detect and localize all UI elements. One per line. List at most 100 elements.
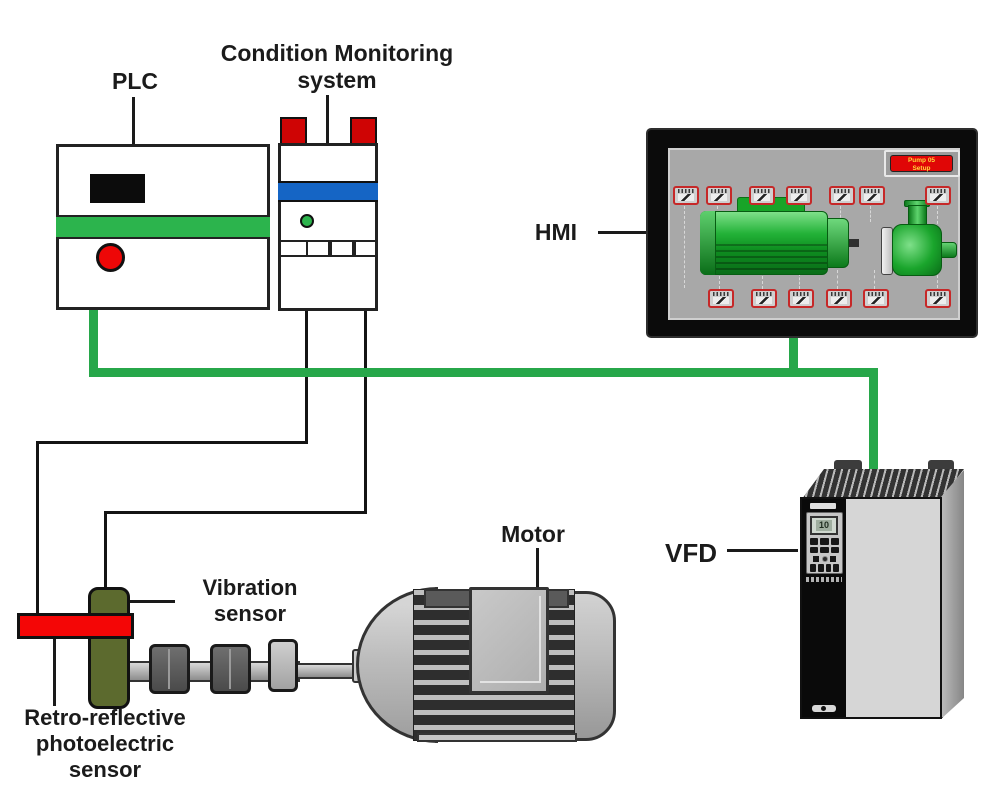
- cm-signal-wire-2: [364, 311, 367, 513]
- gauge-icon: [756, 297, 772, 304]
- cm-terminal-row: [278, 240, 378, 257]
- vfd-front-face: 10: [800, 497, 942, 719]
- vfd-pointer-line: [727, 549, 798, 552]
- sensor-tag-text: [930, 189, 946, 193]
- vfd-brand-text: [806, 577, 842, 582]
- cm-signal-wire-2: [104, 511, 367, 514]
- motor-label: Motor: [501, 521, 565, 547]
- hmi-dashed-connector: [874, 270, 875, 289]
- vfd-nav-key[interactable]: [813, 555, 819, 562]
- cm-terminal-block-left: [280, 117, 307, 146]
- vfd-keypad-panel: 10: [806, 512, 843, 574]
- hmi-motor-graphic: [700, 211, 828, 275]
- hmi-sensor-readout: [751, 289, 777, 308]
- vfd-control-strip: 10: [802, 499, 846, 717]
- vfd-unit: 10: [798, 458, 966, 724]
- sensor-tag-text: [756, 292, 772, 296]
- plc-red-indicator: [96, 243, 125, 272]
- hmi-screen: Pump 05 Setup: [668, 148, 960, 320]
- sensor-tag-text: [678, 189, 694, 193]
- hmi-button-panel: Pump 05 Setup: [884, 150, 960, 177]
- hmi-sensor-readout: [788, 289, 814, 308]
- green-comm-wire-plc-drop: [89, 305, 98, 377]
- vfd-key[interactable]: [810, 564, 816, 572]
- hmi-sensor-readout: [863, 289, 889, 308]
- vfd-key[interactable]: [817, 564, 824, 572]
- vfd-key[interactable]: [820, 538, 829, 545]
- gauge-icon: [711, 194, 727, 201]
- green-comm-wire-vfd-drop: [869, 368, 878, 470]
- sensor-tag-text: [868, 292, 884, 296]
- shaft-bearing-block: [268, 639, 298, 692]
- vfd-key[interactable]: [810, 538, 819, 545]
- sensor-tag-text: [754, 189, 770, 193]
- shaft-coupling-2: [210, 644, 251, 694]
- hmi-pump-graphic: [892, 224, 942, 276]
- gauge-icon: [930, 194, 946, 201]
- hmi-motor-left-cap: [700, 211, 716, 275]
- motor-base-bar: [417, 733, 577, 742]
- hmi-sensor-readout: [925, 186, 951, 205]
- plc-pointer-line: [132, 97, 135, 144]
- vfd-key[interactable]: [825, 564, 832, 572]
- vfd-function-buttons: [810, 564, 839, 572]
- vfd-name-label: [810, 503, 836, 509]
- vfd-key[interactable]: [830, 546, 839, 553]
- green-comm-wire-bus: [89, 368, 878, 377]
- hmi-sensor-readout: [749, 186, 775, 205]
- cm-signal-wire-2: [104, 511, 107, 590]
- motor-shaft: [296, 663, 360, 679]
- vfd-key[interactable]: [820, 546, 829, 553]
- hmi-dashed-connector: [837, 270, 838, 289]
- hmi-dashed-connector: [870, 206, 871, 222]
- photoelectric-sensor-bar: [17, 613, 134, 639]
- hmi-sensor-readout: [829, 186, 855, 205]
- vibration-pointer-line: [129, 600, 175, 603]
- gauge-icon: [831, 297, 847, 304]
- vfd-nav-dial[interactable]: [821, 555, 828, 562]
- sensor-tag-text: [834, 189, 850, 193]
- hmi-motor-shaft: [849, 239, 859, 247]
- cm-signal-wire-1: [305, 311, 308, 443]
- plc-green-band: [56, 215, 270, 239]
- vfd-display-value: 10: [815, 520, 832, 531]
- sensor-tag-text: [793, 292, 809, 296]
- cm-signal-wire-1: [36, 441, 39, 616]
- sensor-tag-text: [713, 292, 729, 296]
- shaft-coupling-1: [149, 644, 190, 694]
- vfd-nav-key[interactable]: [830, 555, 836, 562]
- cm-signal-wire-1: [36, 441, 308, 444]
- hmi-sensor-readout: [859, 186, 885, 205]
- hmi-pointer-line: [598, 231, 646, 234]
- condition-monitoring-box: [278, 143, 378, 311]
- hmi-label: HMI: [534, 219, 578, 245]
- vfd-key[interactable]: [810, 546, 819, 553]
- vfd-maker-logo: [812, 705, 836, 712]
- cm-terminal-block-right: [350, 117, 377, 146]
- pump-setup-button[interactable]: Pump 05 Setup: [890, 155, 953, 172]
- cm-green-indicator: [300, 214, 314, 228]
- vfd-label: VFD: [665, 538, 717, 568]
- sensor-tag-text: [791, 189, 807, 193]
- retro-sensor-label: Retro-reflective photoelectric sensor: [24, 705, 186, 782]
- plc-label: PLC: [112, 68, 158, 94]
- cm-label: Condition Monitoring system: [220, 40, 454, 94]
- hmi-sensor-readout: [673, 186, 699, 205]
- sensor-tag-text: [711, 189, 727, 193]
- vfd-key[interactable]: [833, 564, 839, 572]
- gauge-icon: [930, 297, 946, 304]
- motor-pointer-line: [536, 548, 539, 588]
- vfd-vent-top: [802, 469, 964, 499]
- gauge-icon: [713, 297, 729, 304]
- vfd-key[interactable]: [830, 538, 839, 545]
- gauge-icon: [754, 194, 770, 201]
- vfd-nav-buttons: [813, 555, 836, 562]
- cm-blue-band: [278, 181, 378, 202]
- sensor-tag-text: [930, 292, 946, 296]
- hmi-motor-end-bell: [827, 218, 849, 268]
- hmi-dashed-connector: [840, 206, 841, 222]
- hmi-dashed-connector: [762, 276, 763, 289]
- gauge-icon: [791, 194, 807, 201]
- hmi-dashed-connector: [684, 206, 685, 288]
